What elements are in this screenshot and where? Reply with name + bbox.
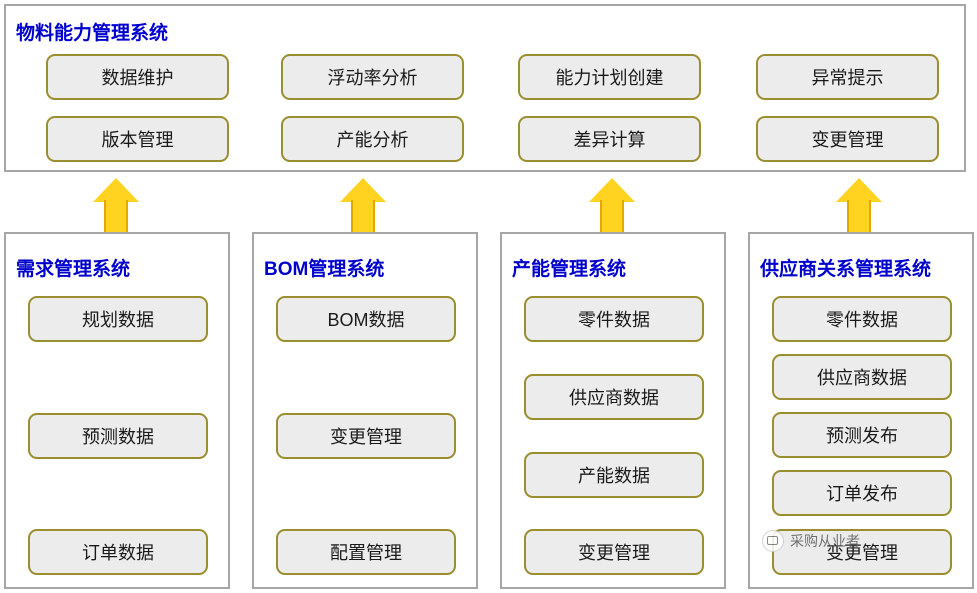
node-forecast-release[interactable]: 预测发布 (772, 412, 952, 458)
node-change-management-capacity[interactable]: 变更管理 (524, 529, 704, 575)
arrow-up-icon-4 (836, 178, 882, 236)
panel-title-capacity-management: 产能管理系统 (512, 259, 627, 280)
node-change-management-bom[interactable]: 变更管理 (276, 413, 456, 459)
panel-title-supplier-relationship-management: 供应商关系管理系统 (760, 259, 932, 280)
top-panel-material-capability: 物料能力管理系统 数据维护 版本管理 浮动率分析 产能分析 能力计划创建 差异计… (4, 4, 966, 172)
arrow-up-icon-1 (93, 178, 139, 236)
node-change-management-top[interactable]: 变更管理 (756, 116, 939, 162)
arrow-up-icon-3 (589, 178, 635, 236)
node-part-data-capacity[interactable]: 零件数据 (524, 296, 704, 342)
node-order-release[interactable]: 订单发布 (772, 470, 952, 516)
node-float-rate-analysis[interactable]: 浮动率分析 (281, 54, 464, 100)
node-capability-plan-creation[interactable]: 能力计划创建 (518, 54, 701, 100)
node-data-maintenance[interactable]: 数据维护 (46, 54, 229, 100)
bottom-panel-supplier-relationship-management: 供应商关系管理系统 零件数据 供应商数据 预测发布 订单发布 变更管理 (748, 232, 974, 589)
panel-title-bom-management: BOM管理系统 (264, 259, 385, 280)
node-version-management[interactable]: 版本管理 (46, 116, 229, 162)
node-part-data-srm[interactable]: 零件数据 (772, 296, 952, 342)
bottom-panel-capacity-management: 产能管理系统 零件数据 供应商数据 产能数据 变更管理 (500, 232, 726, 589)
node-exception-alert[interactable]: 异常提示 (756, 54, 939, 100)
bottom-panel-demand-management: 需求管理系统 规划数据 预测数据 订单数据 (4, 232, 230, 589)
node-forecast-data[interactable]: 预测数据 (28, 413, 208, 459)
panel-title-demand-management: 需求管理系统 (16, 259, 131, 280)
node-bom-data[interactable]: BOM数据 (276, 296, 456, 342)
node-capacity-data[interactable]: 产能数据 (524, 452, 704, 498)
node-order-data[interactable]: 订单数据 (28, 529, 208, 575)
top-panel-title: 物料能力管理系统 (16, 23, 169, 44)
node-configuration-management[interactable]: 配置管理 (276, 529, 456, 575)
node-supplier-data-capacity[interactable]: 供应商数据 (524, 374, 704, 420)
node-change-management-srm[interactable]: 变更管理 (772, 529, 952, 575)
node-supplier-data-srm[interactable]: 供应商数据 (772, 354, 952, 400)
arrow-up-icon-2 (340, 178, 386, 236)
node-variance-calculation[interactable]: 差异计算 (518, 116, 701, 162)
node-capacity-analysis[interactable]: 产能分析 (281, 116, 464, 162)
node-planning-data[interactable]: 规划数据 (28, 296, 208, 342)
bottom-panel-bom-management: BOM管理系统 BOM数据 变更管理 配置管理 (252, 232, 478, 589)
